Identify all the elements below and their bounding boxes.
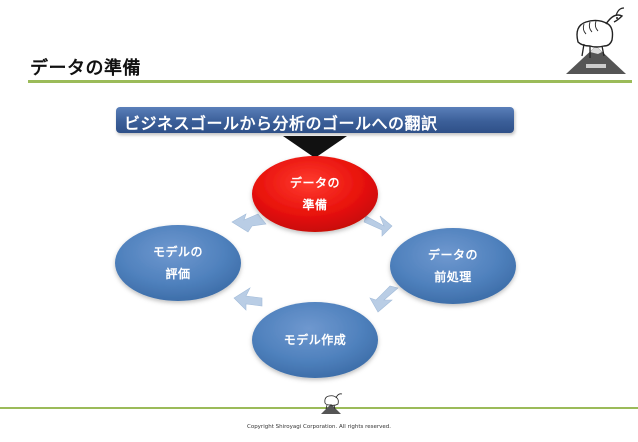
cycle-arrow-top-right-icon bbox=[363, 215, 393, 237]
cycle-arrow-top-left-icon bbox=[231, 213, 267, 233]
node-label-data-preparation: データの 準備 bbox=[255, 172, 375, 216]
node-label-line: データの bbox=[427, 248, 478, 262]
footer-divider bbox=[0, 407, 638, 409]
copyright-text: Copyright Shiroyagi Corporation. All rig… bbox=[246, 424, 392, 430]
banner-text: ビジネスゴールから分析のゴールへの翻訳 bbox=[124, 114, 438, 133]
banner-box bbox=[116, 107, 514, 133]
node-label-line: 準備 bbox=[302, 198, 328, 212]
node-data-preparation bbox=[252, 156, 378, 232]
node-label-data-preprocessing: データの 前処理 bbox=[393, 244, 513, 288]
node-label-line: データの bbox=[289, 176, 340, 190]
node-label-line: モデルの bbox=[152, 245, 203, 259]
cycle-arrow-bottom-right-icon bbox=[369, 285, 399, 313]
title-divider bbox=[28, 80, 632, 83]
page-title: データの準備 bbox=[30, 58, 141, 79]
node-model-building bbox=[252, 302, 378, 378]
node-label-line: モデル作成 bbox=[283, 333, 347, 347]
node-label-line: 評価 bbox=[165, 267, 191, 281]
node-label-model-building: モデル作成 bbox=[255, 329, 375, 351]
cycle-arrow-bottom-left-icon bbox=[233, 287, 263, 311]
node-label-model-evaluation: モデルの 評価 bbox=[118, 241, 238, 285]
goat-mountain-logo-icon bbox=[566, 7, 626, 74]
node-data-preprocessing bbox=[390, 228, 516, 304]
node-model-evaluation bbox=[115, 225, 241, 301]
goat-small-logo-icon bbox=[321, 393, 343, 414]
node-label-line: 前処理 bbox=[434, 270, 472, 284]
down-triangle-icon bbox=[283, 136, 347, 158]
